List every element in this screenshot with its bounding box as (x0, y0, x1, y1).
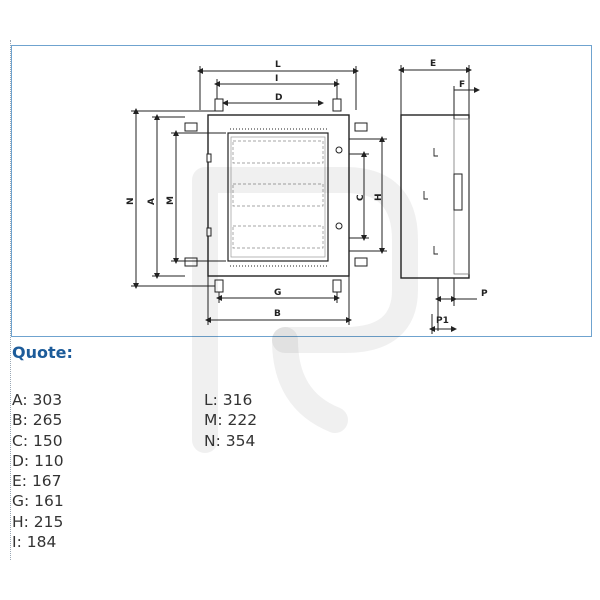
label-F: F (459, 80, 465, 90)
label-A: A (147, 198, 157, 205)
label-M: M (166, 196, 176, 205)
label-N: N (126, 197, 136, 205)
quote-item-d: D: 110 (12, 451, 64, 470)
page-left-edge (10, 40, 11, 560)
quote-item-b: B: 265 (12, 411, 63, 430)
label-L: L (275, 60, 281, 70)
quote-list-column-1: A: 303 B: 265 C: 150 D: 110 E: 167 G: 16… (12, 390, 64, 552)
technical-drawing: L I D N A M C H G B (11, 45, 592, 337)
quote-item-n: N: 354 (204, 431, 256, 450)
quote-item-m: M: 222 (204, 411, 258, 430)
quote-item-g: G: 161 (12, 492, 64, 511)
label-E: E (430, 59, 436, 69)
quote-item-a: A: 303 (12, 391, 63, 409)
label-P1: P1 (436, 316, 449, 326)
label-I: I (275, 74, 278, 84)
quote-item-c: C: 150 (12, 431, 63, 450)
label-P: P (481, 289, 488, 299)
front-view (131, 66, 387, 325)
label-H: H (374, 193, 384, 201)
label-B: B (274, 309, 281, 319)
side-view (398, 65, 480, 334)
label-C: C (356, 194, 366, 201)
quote-item-e: E: 167 (12, 472, 62, 491)
quote-list-column-2: L: 316 M: 222 N: 354 (204, 390, 257, 451)
quote-item-l: L: 316 (204, 391, 253, 409)
quote-heading: Quote: (12, 343, 73, 362)
quote-item-h: H: 215 (12, 512, 64, 531)
label-D: D (275, 93, 282, 103)
label-G: G (274, 288, 281, 298)
quote-item-i: I: 184 (12, 533, 57, 552)
